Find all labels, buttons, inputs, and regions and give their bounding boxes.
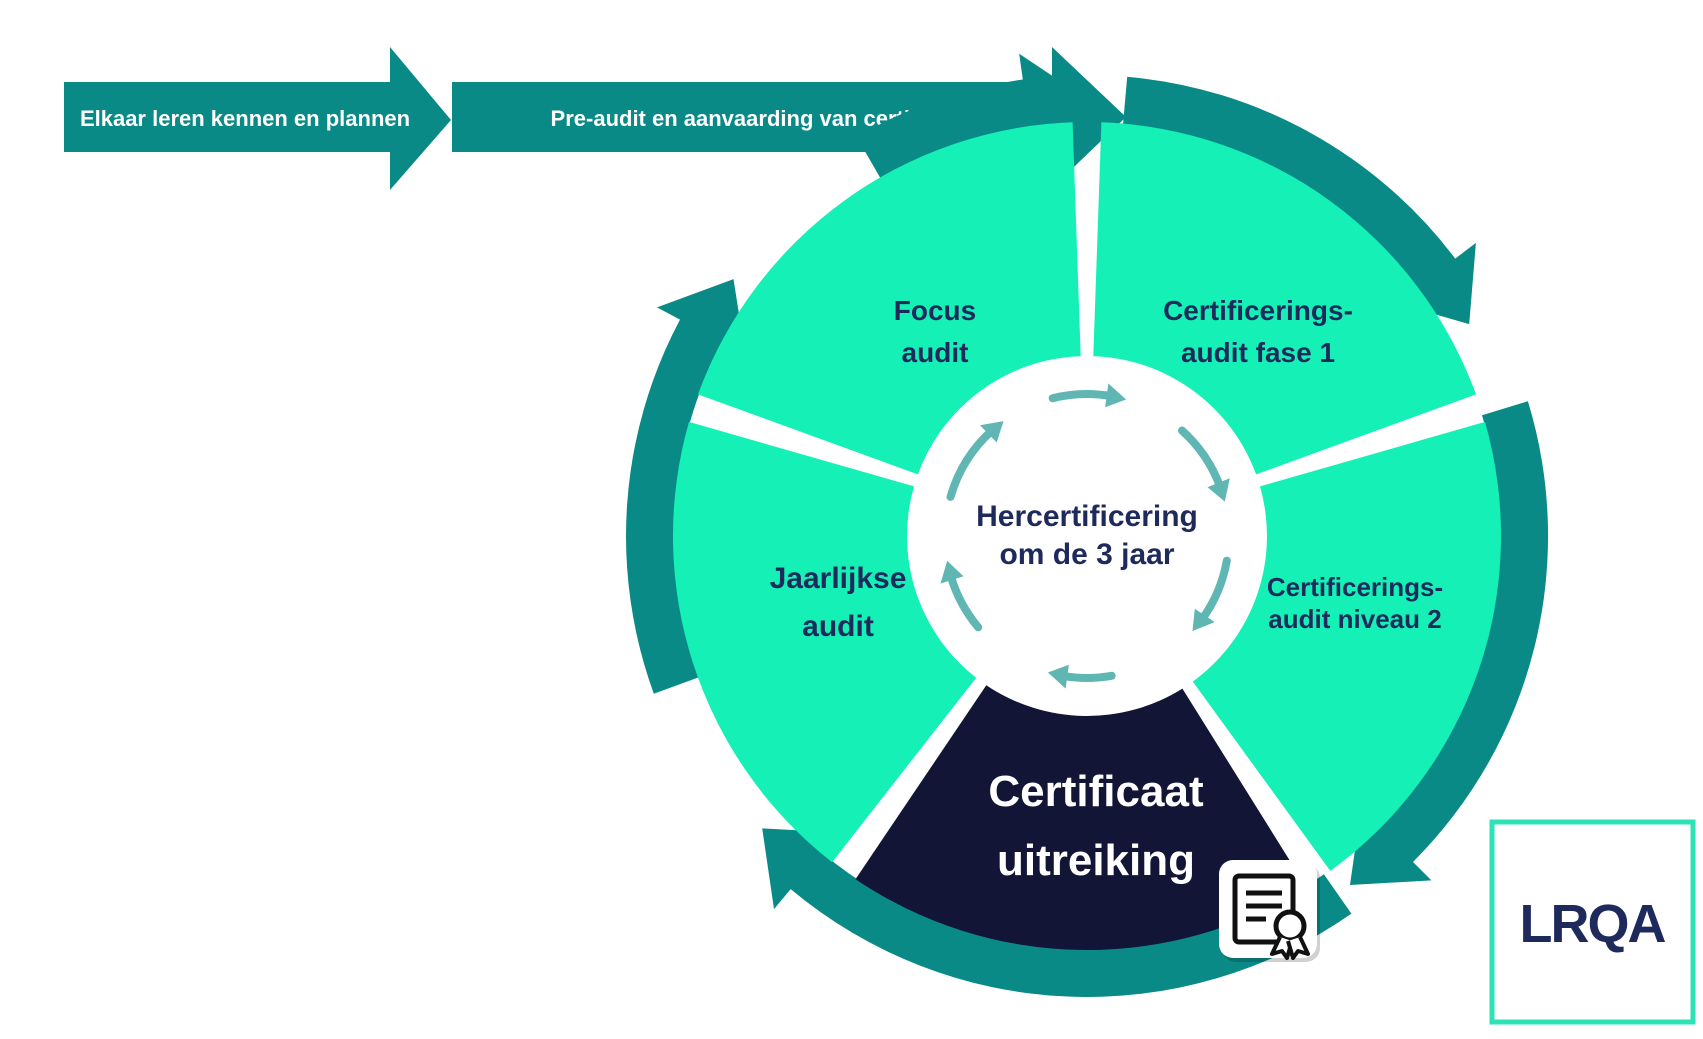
center-arrow-arc-1 [1048, 390, 1116, 403]
segment-certificate-line1: Certificaat [988, 767, 1204, 816]
segment-focus-line1: Focus [894, 295, 976, 326]
segment-focus-line2: audit [902, 337, 969, 368]
process-step-1-label: Elkaar leren kennen en plannen [80, 106, 410, 131]
segment-annual-line2: audit [802, 610, 874, 643]
lrqa-logo: LRQA [1489, 819, 1696, 1025]
segment-focus [698, 122, 1081, 475]
center-arrow-head-5 [940, 560, 964, 584]
certificate-ribbon-icon [1219, 860, 1320, 962]
center-arrow-arc-4 [1058, 671, 1116, 682]
segment-cert-phase1 [1093, 122, 1476, 475]
cycle-segments [672, 122, 1502, 950]
ring-arrow-4 [626, 279, 746, 694]
center-label-line1: Hercertificering [976, 500, 1198, 533]
segment-phase1-line1: Certificerings- [1163, 295, 1353, 326]
center-arrow-head-6 [980, 421, 1004, 443]
segment-certificate-line2: uitreiking [997, 836, 1195, 885]
segment-annual [672, 421, 977, 863]
ring-arrow-5 [856, 53, 1087, 179]
center-arrow-head-2 [1207, 478, 1230, 502]
segment-certificate [855, 685, 1307, 950]
segment-phase1-line2: audit fase 1 [1181, 337, 1335, 368]
center-arrow-head-1 [1105, 383, 1127, 408]
process-arrow-1 [64, 47, 451, 190]
center-arrow-head-4 [1047, 664, 1069, 689]
center-cycle-arrows [940, 383, 1231, 689]
logo-text: LRQA [1520, 894, 1666, 954]
segment-cert-level2 [1192, 421, 1502, 871]
ring-arrow-3 [762, 828, 1352, 997]
ring-arrow-1 [1123, 76, 1476, 325]
center-circle [909, 358, 1265, 714]
segment-annual-line1: Jaarlijkse [770, 562, 907, 595]
segment-level2-line1: Certificerings- [1267, 572, 1443, 602]
center-label-line2: om de 3 jaar [999, 538, 1174, 571]
center-arrow-arc-6 [946, 426, 996, 501]
process-arrow-2 [452, 47, 1126, 188]
segment-level2-line2: audit niveau 2 [1268, 604, 1441, 634]
center-arrow-head-3 [1192, 608, 1215, 631]
center-arrow-arc-2 [1178, 426, 1225, 492]
